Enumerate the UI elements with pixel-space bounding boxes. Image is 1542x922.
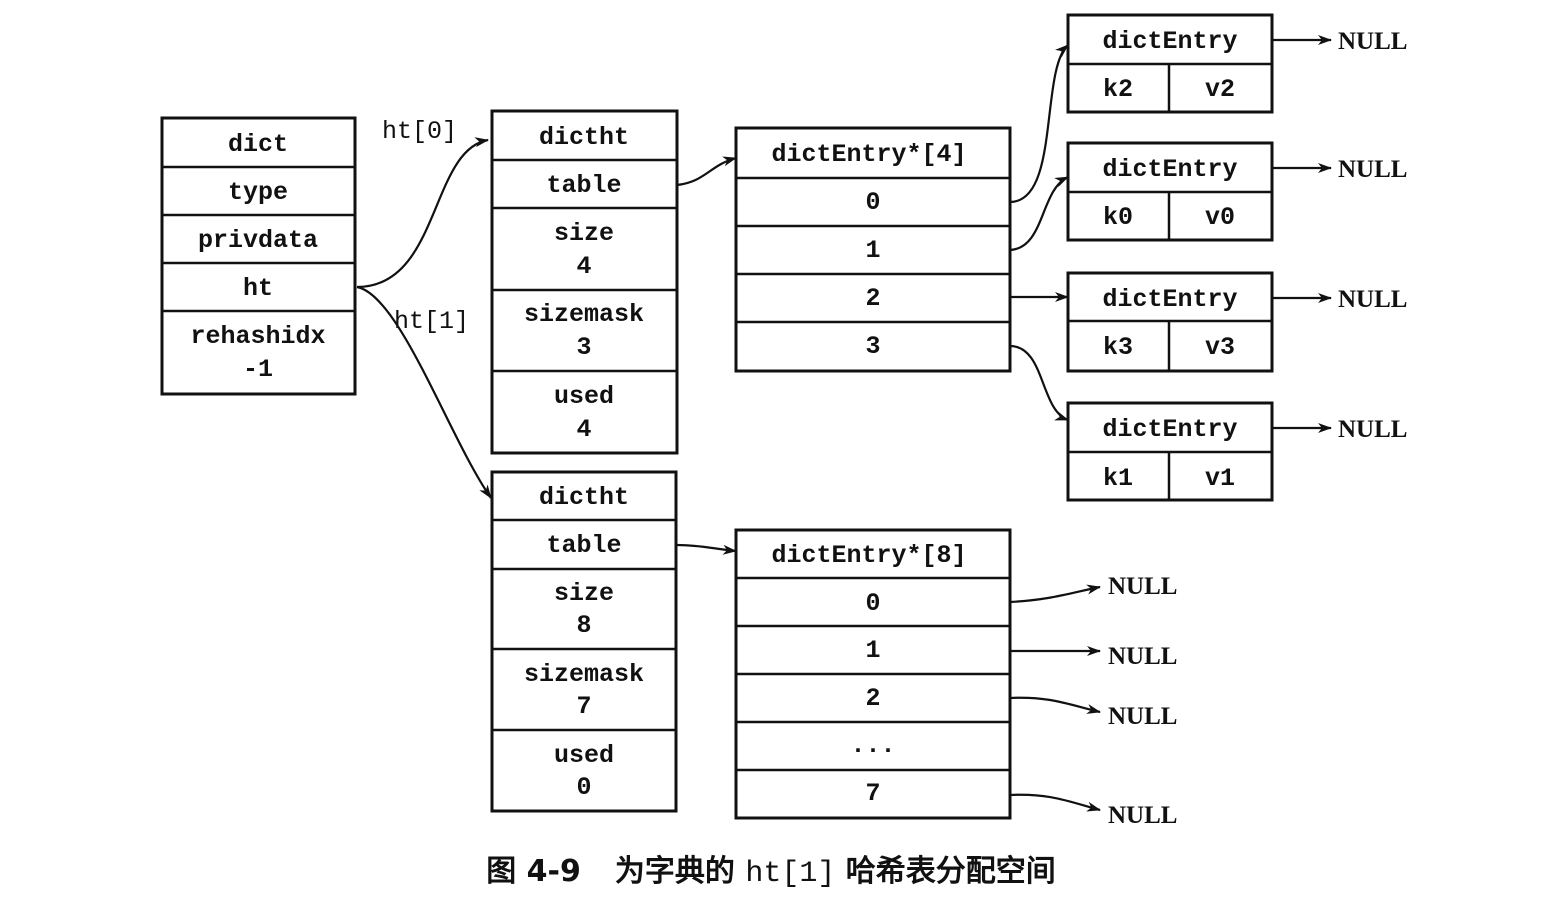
entry-value: v1 bbox=[1205, 464, 1235, 493]
entry-header: dictEntry bbox=[1102, 285, 1237, 314]
array8-slot-0: 0 bbox=[865, 589, 880, 618]
ht1-size-label: size bbox=[554, 579, 614, 608]
ht1-table-arrow bbox=[676, 543, 737, 555]
slot0-arrow bbox=[1009, 44, 1069, 204]
ht0-arrow bbox=[356, 137, 489, 289]
dict-rehashidx-value: -1 bbox=[243, 355, 273, 384]
ht0-table-arrow bbox=[676, 156, 737, 187]
array8-null-arrow bbox=[1009, 696, 1101, 714]
caption-prefix: 为字典的 bbox=[614, 854, 735, 889]
null-label: NULL bbox=[1108, 573, 1177, 600]
ht0-header: dictht bbox=[539, 123, 629, 152]
entry-array-8: dictEntry*[8] 0 1 2 ... 7 bbox=[734, 528, 1012, 820]
dict-struct: dict type privdata ht rehashidx -1 bbox=[160, 116, 357, 396]
array8-header: dictEntry*[8] bbox=[771, 541, 966, 570]
entry-value: v2 bbox=[1205, 75, 1235, 104]
null-label: NULL bbox=[1108, 802, 1177, 829]
array8-null-arrow bbox=[1009, 793, 1101, 812]
array4-slot-3: 3 bbox=[865, 332, 880, 361]
null-label: NULL bbox=[1338, 28, 1407, 55]
dict-entry-k0: dictEntry k0 v0 bbox=[1066, 141, 1274, 242]
dict-entry-k1: dictEntry k1 v1 bbox=[1066, 401, 1274, 502]
dict-field-privdata: privdata bbox=[198, 226, 318, 255]
dict-entry-k3: dictEntry k3 v3 bbox=[1066, 271, 1274, 373]
entry-header: dictEntry bbox=[1102, 27, 1237, 56]
null-label: NULL bbox=[1338, 156, 1407, 183]
null-label: NULL bbox=[1338, 416, 1407, 443]
caption-code: ht[1] bbox=[745, 857, 836, 891]
ht0-size-value: 4 bbox=[576, 252, 591, 281]
ht1-arrow bbox=[356, 285, 492, 499]
entry-value: v0 bbox=[1205, 203, 1235, 232]
entry-key: k3 bbox=[1103, 333, 1133, 362]
ht1-table: table bbox=[546, 531, 621, 560]
ht1-sizemask-value: 7 bbox=[576, 692, 591, 721]
array8-slot-1: 1 bbox=[865, 636, 880, 665]
ht0-size-label: size bbox=[554, 219, 614, 248]
figure-caption: 图 4-9 为字典的 ht[1] 哈希表分配空间 bbox=[0, 846, 1542, 891]
null-label: NULL bbox=[1108, 703, 1177, 730]
array8-slot-ellipsis: ... bbox=[850, 731, 895, 760]
entry-key: k2 bbox=[1103, 75, 1133, 104]
dict-header: dict bbox=[228, 130, 288, 159]
dict-entry-k2: dictEntry k2 v2 bbox=[1066, 13, 1274, 114]
caption-suffix: 哈希表分配空间 bbox=[845, 854, 1056, 889]
array4-slot-1: 1 bbox=[865, 236, 880, 265]
slot1-arrow bbox=[1009, 176, 1069, 252]
entry-key: k1 bbox=[1103, 464, 1133, 493]
dict-field-ht: ht bbox=[243, 274, 273, 303]
array8-slot-2: 2 bbox=[865, 684, 880, 713]
ht1-dictht: dictht table size 8 sizemask 7 used 0 bbox=[490, 470, 678, 813]
entry-value: v3 bbox=[1205, 333, 1235, 362]
ht1-used-label: used bbox=[554, 741, 614, 770]
array8-slot-7: 7 bbox=[865, 779, 880, 808]
entry-header: dictEntry bbox=[1102, 415, 1237, 444]
entry-key: k0 bbox=[1103, 203, 1133, 232]
ht1-header: dictht bbox=[539, 483, 629, 512]
ht0-used-value: 4 bbox=[576, 415, 591, 444]
entry-header: dictEntry bbox=[1102, 155, 1237, 184]
ht1-size-value: 8 bbox=[576, 611, 591, 640]
ht0-dictht: dictht table size 4 sizemask 3 used 4 bbox=[490, 109, 679, 455]
ht0-sizemask-label: sizemask bbox=[524, 300, 644, 329]
ht1-used-value: 0 bbox=[576, 773, 591, 802]
dict-field-type: type bbox=[228, 178, 288, 207]
ht1-sizemask-label: sizemask bbox=[524, 660, 644, 689]
null-label: NULL bbox=[1108, 643, 1177, 670]
null-label: NULL bbox=[1338, 286, 1407, 313]
ht0-pointer-label: ht[0] bbox=[382, 117, 457, 146]
array8-null-arrow bbox=[1009, 584, 1101, 604]
entry-array-4: dictEntry*[4] 0 1 2 3 bbox=[734, 126, 1012, 373]
slot3-arrow bbox=[1009, 344, 1069, 422]
figure-number: 图 4-9 bbox=[486, 854, 581, 889]
array4-slot-0: 0 bbox=[865, 188, 880, 217]
ht0-used-label: used bbox=[554, 382, 614, 411]
array4-slot-2: 2 bbox=[865, 284, 880, 313]
ht0-table: table bbox=[546, 171, 621, 200]
dict-rehashidx-label: rehashidx bbox=[190, 322, 325, 351]
ht1-pointer-label: ht[1] bbox=[394, 307, 469, 336]
ht0-sizemask-value: 3 bbox=[576, 333, 591, 362]
array4-header: dictEntry*[4] bbox=[771, 140, 966, 169]
